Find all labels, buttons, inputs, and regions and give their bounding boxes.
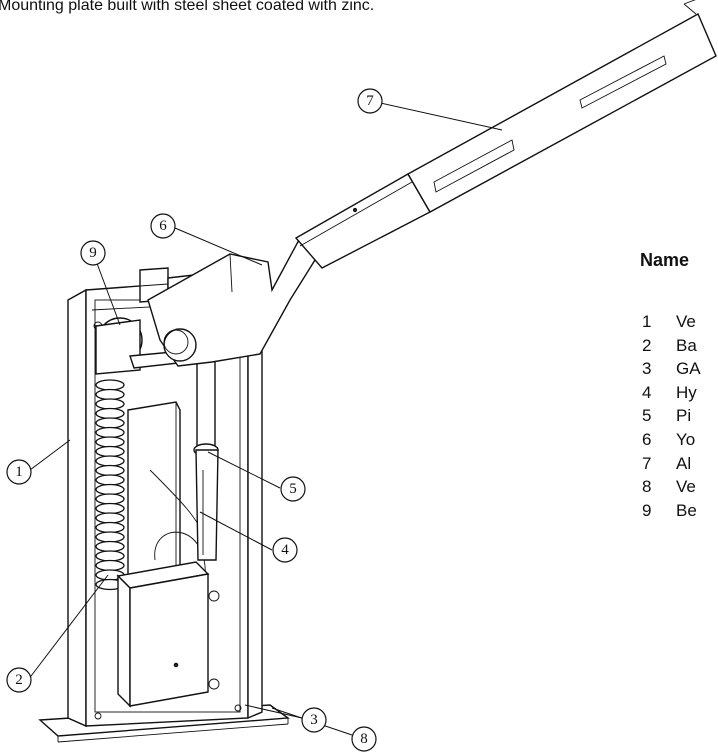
spring-coil <box>95 540 125 553</box>
svg-text:1: 1 <box>15 464 23 480</box>
callout-6: 6 <box>150 213 176 239</box>
legend-text: Ve <box>676 477 696 497</box>
legend-text: Ve <box>676 312 696 331</box>
legend-number: 4 <box>642 382 652 402</box>
spring-coil <box>95 559 125 572</box>
legend-number: 5 <box>642 406 652 426</box>
spring-coil <box>95 436 125 448</box>
legend-item: 7 Al <box>642 454 701 478</box>
callout-4: 4 <box>272 537 298 563</box>
legend-item: 1 Ve <box>642 312 701 336</box>
balance-spring <box>95 379 125 591</box>
spring-coil <box>95 550 125 562</box>
legend-text: Al <box>676 453 692 473</box>
legend-text: Ba <box>676 335 697 355</box>
svg-text:3: 3 <box>310 712 318 728</box>
spring-coil <box>95 531 125 543</box>
legend-text: Hy <box>676 382 697 402</box>
legend-number: 9 <box>642 500 652 520</box>
spring-coil <box>95 379 125 391</box>
callout-5: 5 <box>280 476 306 502</box>
callout-7: 7 <box>357 88 383 114</box>
yoke <box>147 236 321 367</box>
callout-1: 1 <box>6 459 32 485</box>
spring-coil <box>95 417 125 429</box>
svg-text:6: 6 <box>159 218 167 234</box>
legend-item: 5 Pi <box>642 406 701 430</box>
legend-number: 1 <box>642 312 652 331</box>
callout-9: 9 <box>80 240 106 266</box>
spring-coil <box>95 426 125 439</box>
spring-coil <box>95 512 125 524</box>
spring-coil <box>95 407 125 420</box>
svg-text:2: 2 <box>15 672 23 688</box>
legend-item: 6 Yo <box>642 430 701 454</box>
spring-coil <box>95 483 125 496</box>
spring-coil <box>95 445 125 458</box>
svg-text:9: 9 <box>89 245 97 261</box>
svg-text:7: 7 <box>366 93 374 109</box>
spring-coil <box>95 464 125 477</box>
callout-8: 8 <box>351 726 377 752</box>
legend-number: 3 <box>642 359 652 379</box>
legend-header: Name <box>640 250 690 270</box>
spring-coil <box>95 474 125 486</box>
spring-coil <box>95 521 125 534</box>
spring-coil <box>95 388 125 401</box>
legend-text: Yo <box>676 429 696 449</box>
legend-item: 3 GA <box>642 359 701 383</box>
caption: Mounting plate built with steel sheet co… <box>0 0 375 14</box>
legend-number: 7 <box>642 453 652 473</box>
legend-item: 9 Be <box>642 501 701 525</box>
control-box <box>116 561 220 708</box>
legend-number: 2 <box>642 335 652 355</box>
legend-number: 8 <box>642 477 652 497</box>
svg-text:5: 5 <box>289 481 297 497</box>
legend-number: 6 <box>642 429 652 449</box>
legend-text: Pi <box>676 406 692 426</box>
spring-coil <box>95 502 125 515</box>
aluminium-boom <box>294 0 717 269</box>
legend-item: 4 Hy <box>642 383 701 407</box>
callout-2: 2 <box>6 667 32 693</box>
spring-coil <box>95 455 125 467</box>
legend-text: Be <box>676 500 697 520</box>
legend-text: GA <box>676 359 701 379</box>
legend-item: 2 Ba <box>642 336 701 360</box>
svg-text:4: 4 <box>281 542 289 558</box>
legend-item: 8 Ve <box>642 477 701 501</box>
leader-lines <box>27 101 503 736</box>
spring-coil <box>95 398 125 410</box>
svg-text:8: 8 <box>360 731 368 747</box>
spring-coil <box>95 493 125 505</box>
callout-3: 3 <box>301 707 327 733</box>
piston <box>193 339 219 561</box>
